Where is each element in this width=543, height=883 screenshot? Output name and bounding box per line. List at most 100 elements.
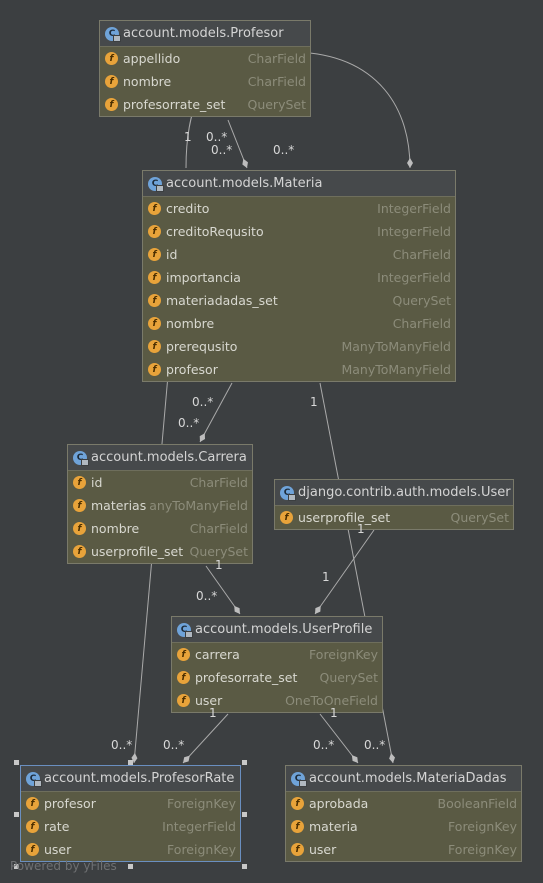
selection-handle[interactable] xyxy=(242,812,247,817)
class-title: account.models.UserProfile xyxy=(195,622,373,637)
field-type: IntegerField xyxy=(162,819,236,834)
field-type: CharField xyxy=(189,521,248,536)
selection-handle[interactable] xyxy=(14,760,19,765)
field-name: profesor xyxy=(166,362,218,377)
multiplicity-label: 1 xyxy=(310,395,318,409)
field-icon: f xyxy=(148,363,161,376)
multiplicity-label: 0..* xyxy=(273,143,295,157)
field-name: prerequsito xyxy=(166,339,238,354)
field-type: BooleanField xyxy=(437,796,517,811)
field-type: QuerySet xyxy=(189,544,248,559)
field-type: OneToOneField xyxy=(285,693,378,708)
field-name: userprofile_set xyxy=(298,510,391,525)
class-icon: C xyxy=(26,771,42,787)
field-name: profesorrate_set xyxy=(195,670,298,685)
selection-handle[interactable] xyxy=(242,760,247,765)
field-name: user xyxy=(44,842,72,857)
field-name: nombre xyxy=(91,521,140,536)
multiplicity-label: 0..* xyxy=(111,738,133,752)
selection-handle[interactable] xyxy=(128,760,133,765)
field-row[interactable]: f userprofile_set QuerySet xyxy=(275,506,513,529)
field-type: QuerySet xyxy=(392,293,451,308)
field-type: ManyToManyField xyxy=(341,339,451,354)
field-name: userprofile_set xyxy=(91,544,184,559)
field-name: appellido xyxy=(123,51,181,66)
multiplicity-label: 0..* xyxy=(192,395,214,409)
field-name: profesor xyxy=(44,796,96,811)
field-row[interactable]: f profesor ManyToManyField xyxy=(143,358,455,381)
field-icon: f xyxy=(280,511,293,524)
field-icon: f xyxy=(148,340,161,353)
field-type: IntegerField xyxy=(377,224,451,239)
field-type: QuerySet xyxy=(247,97,306,112)
field-row[interactable]: f profesorrate_set QuerySet xyxy=(172,666,382,689)
field-name: rate xyxy=(44,819,70,834)
field-icon: f xyxy=(148,271,161,284)
field-icon: f xyxy=(291,797,304,810)
selection-handle[interactable] xyxy=(128,864,133,869)
field-type: CharField xyxy=(189,475,248,490)
field-icon: f xyxy=(26,820,39,833)
field-name: user xyxy=(195,693,223,708)
field-name: credito xyxy=(166,201,210,216)
field-type: CharField xyxy=(247,74,306,89)
field-row[interactable]: fmateriasManyToManyField xyxy=(68,494,252,517)
field-row[interactable]: f importancia IntegerField xyxy=(143,266,455,289)
field-type: ManyToManyField xyxy=(150,498,248,513)
field-name: importancia xyxy=(166,270,241,285)
selection-handle[interactable] xyxy=(14,812,19,817)
field-type: ManyToManyField xyxy=(341,362,451,377)
field-type: ForeignKey xyxy=(167,796,236,811)
field-type: QuerySet xyxy=(319,670,378,685)
field-icon: f xyxy=(291,820,304,833)
field-type: CharField xyxy=(392,316,451,331)
field-icon: f xyxy=(177,648,190,661)
field-icon: f xyxy=(177,671,190,684)
field-type: CharField xyxy=(392,247,451,262)
selection-handle[interactable] xyxy=(242,864,247,869)
field-icon: f xyxy=(73,499,86,512)
field-type: QuerySet xyxy=(450,510,509,525)
field-row[interactable]: f prerequsito ManyToManyField xyxy=(143,335,455,358)
class-title: account.models.Materia xyxy=(166,176,323,191)
class-title: account.models.Carrera xyxy=(91,450,247,465)
multiplicity-label: 1 xyxy=(209,706,217,720)
edge-userprofile-profesorrate xyxy=(182,713,229,764)
field-icon: f xyxy=(26,843,39,856)
field-name: creditoRequsito xyxy=(166,224,264,239)
field-name: nombre xyxy=(166,316,215,331)
multiplicity-label: 1 xyxy=(184,130,192,144)
field-name: user xyxy=(309,842,337,857)
field-icon: f xyxy=(291,843,304,856)
selection-handle[interactable] xyxy=(14,864,19,869)
field-type: IntegerField xyxy=(377,270,451,285)
field-name: id xyxy=(166,247,178,262)
class-icon: C xyxy=(177,622,193,638)
